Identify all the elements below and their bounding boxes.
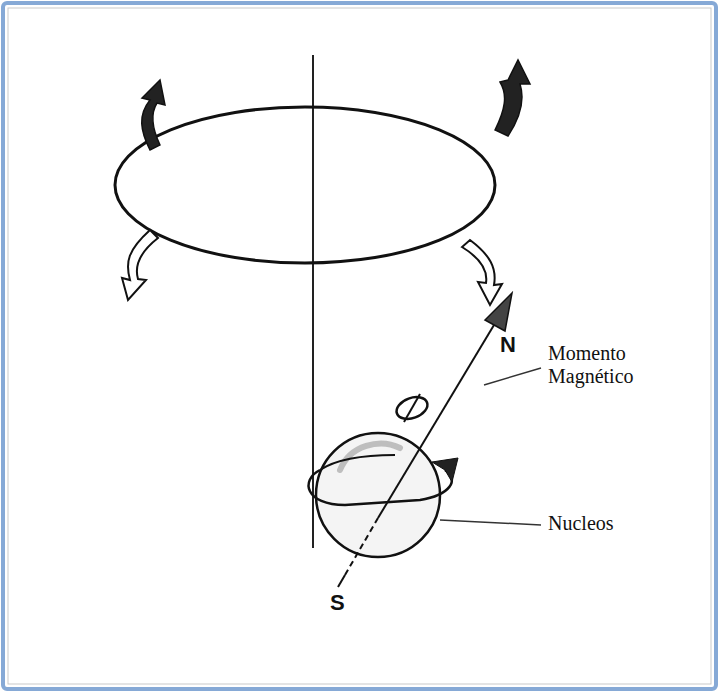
- spin-arrow: [320, 455, 395, 470]
- north-cone: [485, 293, 512, 331]
- frame: [3, 3, 716, 689]
- leader-line: [440, 520, 541, 525]
- pole-label: N: [500, 332, 516, 357]
- precession-orbit: [115, 107, 495, 263]
- moment-axis: [345, 518, 378, 575]
- moment-axis: [338, 575, 345, 587]
- inner-frame: [8, 8, 711, 684]
- rotation-arrow: [142, 80, 165, 150]
- moment-axis: [378, 320, 497, 518]
- part-label: Momento Magnético: [548, 342, 666, 388]
- spin-arrow: [309, 470, 452, 505]
- rotation-arrow: [495, 60, 530, 136]
- rotation-arrow: [462, 240, 502, 305]
- spin-arrowhead: [432, 458, 458, 482]
- rotation-arrow: [122, 230, 158, 300]
- nucleus-sphere: [316, 433, 440, 557]
- part-label: Nucleos: [548, 512, 614, 535]
- pole-label: S: [330, 590, 345, 615]
- moment-axis: [404, 394, 420, 422]
- leader-line: [484, 368, 541, 385]
- moment-ring: [394, 393, 431, 423]
